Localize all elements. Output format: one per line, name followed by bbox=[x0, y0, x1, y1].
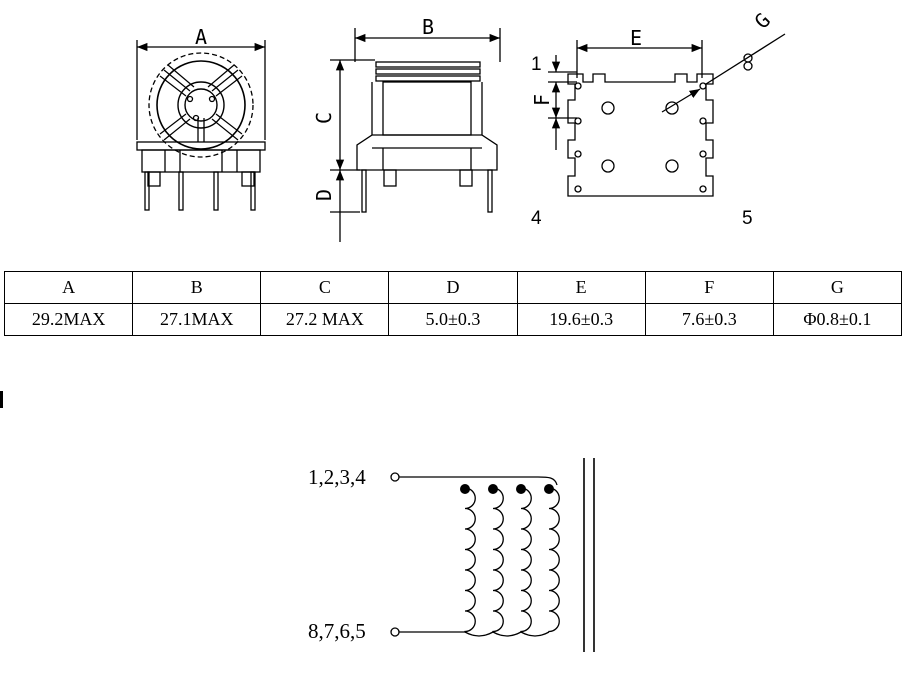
table-cell: Φ0.8±0.1 bbox=[772, 303, 903, 336]
dimension-label-a: A bbox=[195, 25, 207, 49]
coil-bottom-link bbox=[492, 631, 522, 637]
dimension-label-1: 1 bbox=[531, 54, 542, 75]
terminal-start bbox=[390, 472, 400, 482]
polarity-dot bbox=[488, 484, 498, 494]
table-header-cell: D bbox=[388, 271, 518, 304]
table-cell: 29.2MAX bbox=[3, 303, 134, 336]
dimension-label-g: G bbox=[750, 8, 775, 33]
table-cell: 19.6±0.3 bbox=[516, 303, 646, 336]
terminal-end bbox=[390, 627, 400, 637]
dimension-label-e: E bbox=[630, 26, 642, 50]
coil-winding bbox=[520, 487, 532, 633]
polarity-dot bbox=[544, 484, 554, 494]
front-view bbox=[136, 40, 266, 211]
coil-bottom-link bbox=[520, 631, 550, 637]
table-cell: 7.6±0.3 bbox=[644, 303, 774, 336]
pin-label-4: 4 bbox=[531, 208, 542, 229]
dimension-label-c: C bbox=[312, 112, 336, 124]
dimension-label-d: D bbox=[312, 189, 336, 201]
polarity-dot bbox=[516, 484, 526, 494]
section-marker bbox=[0, 391, 3, 408]
dimension-label-b: B bbox=[422, 15, 434, 39]
table-header-cell: E bbox=[516, 271, 646, 304]
table-header-cell: A bbox=[3, 271, 134, 304]
polarity-dot bbox=[460, 484, 470, 494]
mechanical-drawings: A B C D bbox=[136, 8, 786, 242]
coil-winding bbox=[548, 487, 560, 633]
table-row: 29.2MAX 27.1MAX 27.2 MAX 5.0±0.3 19.6±0.… bbox=[3, 303, 903, 336]
table-header-cell: G bbox=[772, 271, 903, 304]
side-view bbox=[330, 28, 501, 242]
dimension-table: A B C D E F G 29.2MAX 27.1MAX 27.2 MAX 5… bbox=[3, 271, 903, 336]
table-header-row: A B C D E F G bbox=[3, 271, 903, 304]
table-header-cell: B bbox=[132, 271, 262, 304]
dimension-label-f: F bbox=[530, 94, 554, 106]
table-cell: 5.0±0.3 bbox=[388, 303, 518, 336]
start-pins-label: 1,2,3,4 bbox=[308, 465, 366, 489]
pin-label-5: 5 bbox=[742, 208, 753, 229]
coil-winding bbox=[492, 487, 504, 633]
bottom-view bbox=[548, 33, 786, 197]
coil-bottom-link bbox=[464, 631, 494, 637]
coil-winding bbox=[464, 487, 476, 633]
table-header-cell: F bbox=[644, 271, 774, 304]
table-cell: 27.1MAX bbox=[132, 303, 262, 336]
end-pins-label: 8,7,6,5 bbox=[308, 619, 366, 643]
table-cell: 27.2 MAX bbox=[260, 303, 390, 336]
table-header-cell: C bbox=[260, 271, 390, 304]
